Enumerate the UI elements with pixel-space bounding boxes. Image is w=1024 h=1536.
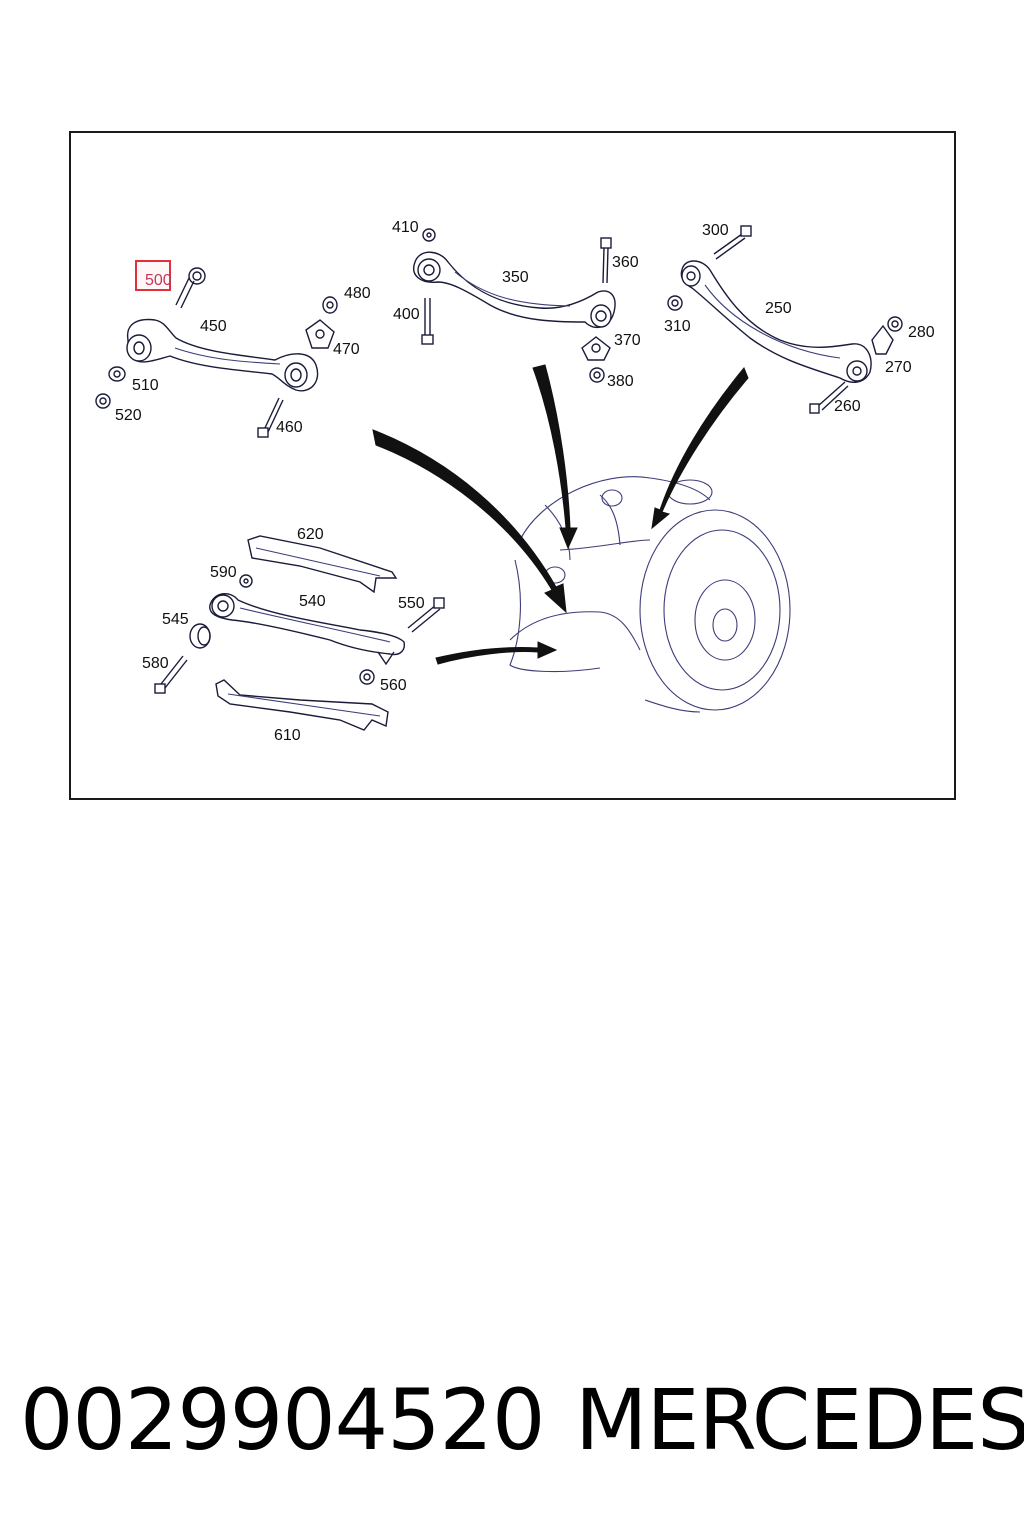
control-arm-450 (126, 318, 319, 392)
part-label-270[interactable]: 270 (885, 359, 912, 376)
washer-510 (108, 366, 126, 382)
bolt-360 (600, 237, 612, 284)
part-label-310[interactable]: 310 (664, 318, 691, 335)
control-arm-540 (209, 593, 405, 666)
arrow-450 (372, 429, 567, 614)
part-label-560[interactable]: 560 (380, 677, 407, 694)
washer-270 (871, 324, 894, 355)
cover-610 (215, 679, 389, 731)
part-label-380[interactable]: 380 (607, 373, 634, 390)
part-label-250[interactable]: 250 (765, 300, 792, 317)
part-label-545[interactable]: 545 (162, 611, 189, 628)
part-label-470[interactable]: 470 (333, 341, 360, 358)
part-label-280[interactable]: 280 (908, 324, 935, 341)
washer-480 (322, 296, 338, 314)
nut-410 (422, 228, 436, 242)
part-label-410[interactable]: 410 (392, 219, 419, 236)
part-label-580[interactable]: 580 (142, 655, 169, 672)
part-label-610[interactable]: 610 (274, 727, 301, 744)
bolt-300 (713, 225, 752, 260)
part-label-300[interactable]: 300 (702, 222, 729, 239)
control-arm-350 (413, 251, 616, 329)
washer-470 (305, 319, 335, 349)
part-label-540[interactable]: 540 (299, 593, 326, 610)
part-number: 0029904520 (20, 1371, 545, 1469)
bolt-260 (809, 381, 849, 414)
washer-590 (239, 574, 253, 588)
part-label-550[interactable]: 550 (398, 595, 425, 612)
part-label-590[interactable]: 590 (210, 564, 237, 581)
bushing-545 (189, 623, 211, 649)
bolt-400 (421, 298, 434, 345)
part-label-520[interactable]: 520 (115, 407, 142, 424)
bolt-580 (154, 655, 188, 694)
part-label-460[interactable]: 460 (276, 419, 303, 436)
part-label-450[interactable]: 450 (200, 318, 227, 335)
nut-520 (95, 393, 111, 409)
part-label-260[interactable]: 260 (834, 398, 861, 415)
bolt-460 (257, 397, 284, 438)
part-label-350[interactable]: 350 (502, 269, 529, 286)
cover-620 (247, 535, 398, 594)
control-arm-250 (680, 260, 872, 383)
nut-310 (667, 295, 683, 311)
washer-370 (581, 336, 611, 361)
brand-name: MERCEDES (575, 1371, 1024, 1469)
arrow-350 (532, 364, 578, 550)
arrow-540 (435, 641, 558, 665)
part-label-500[interactable]: 500 (145, 272, 172, 289)
nut-280 (887, 316, 903, 332)
highlight-box (135, 260, 171, 291)
nut-380 (589, 367, 605, 383)
part-label-620[interactable]: 620 (297, 526, 324, 543)
bushing-500 (175, 267, 206, 309)
part-label-480[interactable]: 480 (344, 285, 371, 302)
bolt-550 (407, 597, 445, 633)
footer: 0029904520 MERCEDES (0, 1370, 1024, 1470)
arrow-250 (651, 367, 749, 530)
part-label-360[interactable]: 360 (612, 254, 639, 271)
arrows (372, 364, 749, 665)
nut-560 (359, 669, 375, 685)
part-label-510[interactable]: 510 (132, 377, 159, 394)
part-label-400[interactable]: 400 (393, 306, 420, 323)
wheel-hub-assembly (509, 476, 791, 713)
part-label-370[interactable]: 370 (614, 332, 641, 349)
